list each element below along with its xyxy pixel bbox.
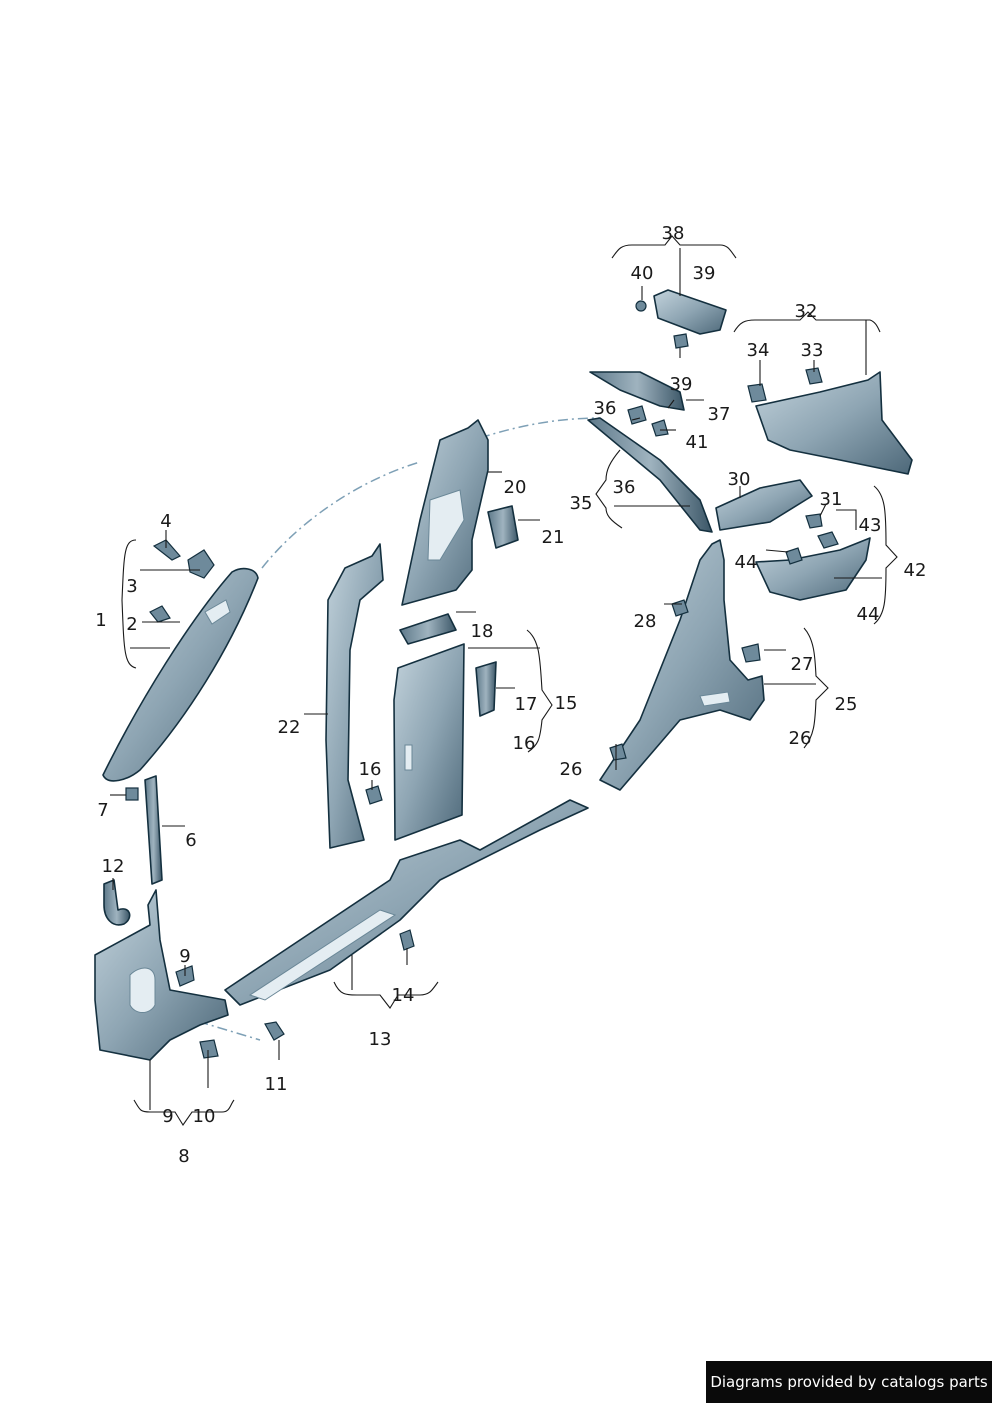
callout-label: 39 [693,263,716,284]
leader-lines [110,235,898,1127]
a-pillar-trim-part[interactable] [102,567,259,782]
b-pillar-upper-trim-part[interactable] [401,419,489,606]
callout-label: 9 [162,1106,173,1127]
callout-label: 7 [97,800,108,821]
bracket-part-12[interactable] [103,879,131,926]
clip-part-16[interactable] [365,785,383,805]
b-pillar-lower-trim-part[interactable] [393,643,465,841]
callout-label: 39 [670,374,693,395]
callout-label: 36 [594,398,617,419]
clip-part-7[interactable] [125,787,139,801]
bracket-part-18[interactable] [399,613,457,645]
callout-label: 3 [126,576,137,597]
rear-panel-part-42[interactable] [755,537,871,601]
door-sill-trim-part[interactable] [224,799,589,1006]
clip-part-44[interactable] [785,547,803,565]
callout-label: 30 [728,469,751,490]
callout-label: 6 [185,830,196,851]
guide-line-roof [261,417,601,569]
clip-part-43[interactable] [817,531,839,549]
clip-part-31[interactable] [805,513,823,529]
callout-label: 10 [193,1106,216,1127]
callout-label: 16 [513,733,536,754]
callout-label: 18 [471,621,494,642]
clip-part-2[interactable] [149,605,171,623]
callout-label: 32 [795,301,818,322]
callout-label: 15 [555,693,578,714]
callout-label: 31 [820,489,843,510]
bracket-part-37[interactable] [589,371,685,411]
c-pillar-lower-trim-part[interactable] [599,539,765,791]
clip-part-27[interactable] [741,643,761,663]
callout-label: 1 [95,610,106,631]
callout-label: 9 [179,946,190,967]
c-pillar-trim-part[interactable] [755,371,913,475]
door-seal-strip-part[interactable] [144,775,163,885]
clip-part-41[interactable] [651,419,669,437]
bolt-part-4[interactable] [152,539,181,561]
callout-label: 25 [835,694,858,715]
footer-credit-text: Diagrams provided by catalogs parts [710,1373,988,1391]
footwell-trim-part[interactable] [94,889,229,1061]
callout-label: 16 [359,759,382,780]
callout-label: 8 [178,1146,189,1167]
callout-label: 37 [708,404,731,425]
callout-label: 26 [560,759,583,780]
callout-label: 2 [126,614,137,635]
callout-label: 41 [686,432,709,453]
clip-part-40[interactable] [635,300,647,312]
clip-part-36[interactable] [627,405,647,425]
callout-label: 14 [392,985,415,1006]
pillar-strip-part-22[interactable] [325,543,384,849]
guide-line-sill [159,1009,261,1041]
callout-label: 33 [801,340,824,361]
callout-label: 26 [789,728,812,749]
vent-grille-part-17[interactable] [475,661,497,717]
screw-part-11[interactable] [264,1021,285,1041]
callout-label: 35 [570,493,593,514]
callout-label: 27 [791,654,814,675]
callout-label: 43 [859,515,882,536]
callout-label: 36 [613,477,636,498]
callout-label: 20 [504,477,527,498]
callout-label: 42 [904,560,927,581]
callout-label: 13 [369,1029,392,1050]
clip-part-34[interactable] [747,383,767,403]
callout-label: 28 [634,611,657,632]
callout-label: 40 [631,263,654,284]
clip-part-26[interactable] [609,743,627,761]
callout-label: 12 [102,856,125,877]
footer-credit-badge: Diagrams provided by catalogs parts [706,1361,992,1403]
callout-label: 38 [662,223,685,244]
callout-labels: 1 2 3 4 6 7 8 9 9 10 11 12 13 14 15 16 1… [95,223,926,1167]
cover-part-39[interactable] [653,289,727,335]
callout-label: 44 [735,552,758,573]
grab-handle-part-21[interactable] [487,505,519,549]
callout-label: 22 [278,717,301,738]
callout-label: 17 [515,694,538,715]
screw-part-38[interactable] [673,333,689,349]
trim-panel-part-30[interactable] [715,479,813,531]
callout-label: 34 [747,340,770,361]
callout-label: 4 [160,511,171,532]
clip-part-3[interactable] [187,549,215,579]
callout-label: 44 [857,604,880,625]
clip-part-14[interactable] [399,929,415,951]
roof-rail-trim-part[interactable] [587,417,713,533]
callout-label: 11 [265,1074,288,1095]
clip-part-10[interactable] [199,1039,219,1059]
callout-label: 21 [542,527,565,548]
